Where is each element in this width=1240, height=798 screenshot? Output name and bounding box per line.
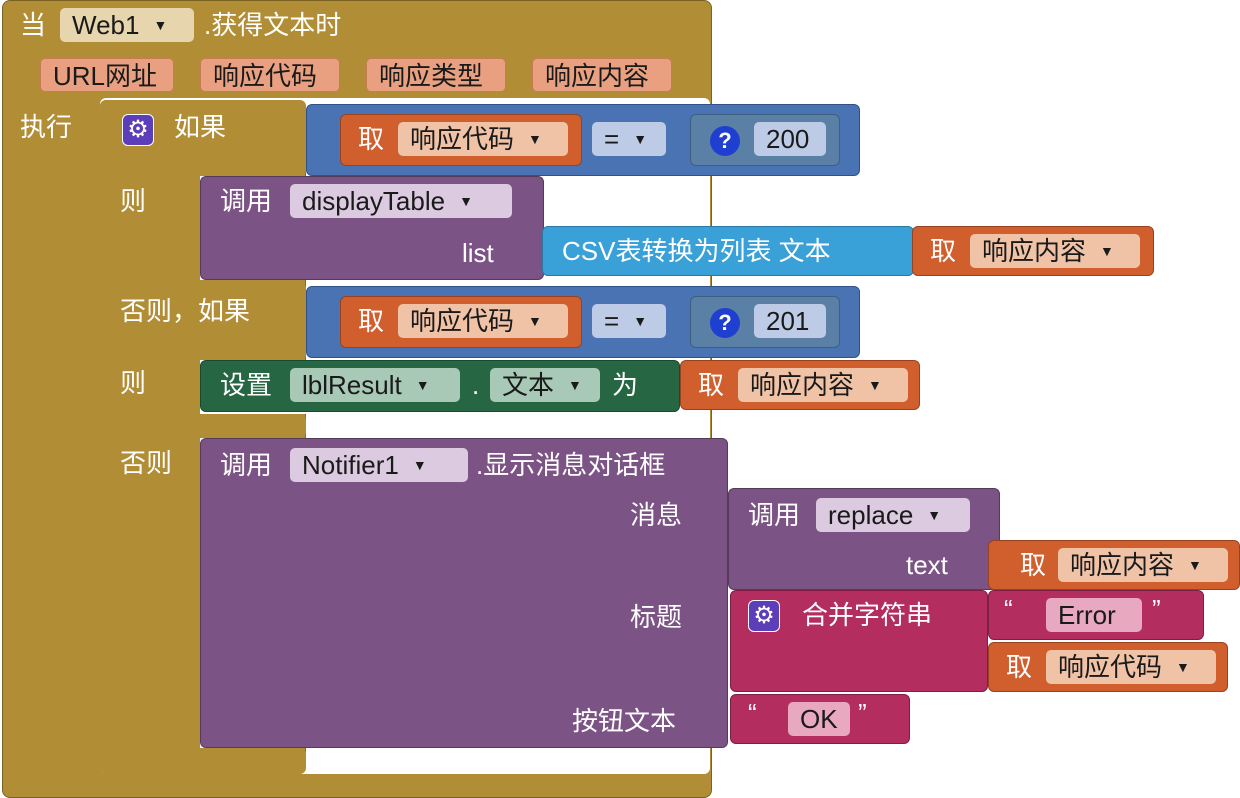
dropdown-arrow-icon: ▼ (415, 377, 430, 394)
get-label: 取 (1006, 652, 1033, 682)
operator-dropdown-2[interactable]: =▼ (592, 304, 666, 338)
component-dropdown-notifier1[interactable]: Notifier1▼ (290, 448, 468, 482)
set-label: 设置 (220, 370, 273, 400)
dropdown-arrow-icon: ▼ (1188, 557, 1202, 574)
then-label-2: 则 (120, 368, 147, 398)
dropdown-arrow-icon: ▼ (633, 313, 648, 330)
arg-label-list: list (462, 238, 494, 268)
csv-label: CSV表转换为列表 文本 (562, 236, 831, 266)
get-label: 取 (930, 236, 957, 266)
property-dropdown-text[interactable]: 文本▼ (490, 368, 600, 402)
question-icon[interactable]: ? (710, 308, 740, 338)
quote-close: ” (858, 698, 867, 728)
else-if-label: 否则，如果 (120, 296, 251, 326)
call-label: 调用 (748, 500, 801, 530)
dropdown-arrow-icon: ▼ (528, 131, 542, 148)
param-response-code[interactable]: 响应代码 (200, 58, 340, 92)
quote-open: “ (748, 698, 757, 728)
dropdown-arrow-icon: ▼ (459, 193, 473, 210)
component-dropdown-lblresult[interactable]: lblResult▼ (290, 368, 460, 402)
if-block-spine (100, 100, 200, 774)
dropdown-arrow-icon: ▼ (153, 17, 168, 34)
dropdown-arrow-icon: ▼ (1100, 243, 1114, 260)
param-response-type[interactable]: 响应类型 (366, 58, 506, 92)
variable-dropdown-response-code-2[interactable]: 响应代码▼ (398, 304, 568, 338)
csv-to-list-block[interactable] (542, 226, 914, 276)
operator-dropdown-1[interactable]: =▼ (592, 122, 666, 156)
method-label: .显示消息对话框 (476, 450, 666, 480)
variable-dropdown-response-code-3[interactable]: 响应代码▼ (1046, 650, 1216, 684)
dropdown-arrow-icon: ▼ (927, 507, 942, 524)
if-label: 如果 (174, 112, 227, 142)
get-label: 取 (698, 370, 725, 400)
variable-dropdown-response-content-1[interactable]: 响应内容▼ (970, 234, 1140, 268)
get-label: 取 (358, 306, 385, 336)
then-label-1: 则 (120, 186, 147, 216)
arg-label-text: text (906, 550, 948, 580)
button-text-arg-label: 按钮文本 (572, 706, 677, 736)
event-name-label: .获得文本时 (204, 10, 342, 40)
get-label: 取 (358, 124, 385, 154)
event-do-label: 执行 (20, 112, 73, 142)
call-label: 调用 (220, 450, 273, 480)
get-label: 取 (1020, 550, 1047, 580)
dropdown-arrow-icon: ▼ (412, 457, 427, 474)
variable-dropdown-response-content-2[interactable]: 响应内容▼ (738, 368, 908, 402)
mutator-gear-icon[interactable]: ⚙ (122, 114, 154, 146)
variable-dropdown-response-code-1[interactable]: 响应代码▼ (398, 122, 568, 156)
join-label: 合并字符串 (802, 600, 933, 630)
procedure-dropdown-replace[interactable]: replace▼ (816, 498, 970, 532)
title-arg-label: 标题 (630, 602, 683, 632)
dropdown-arrow-icon: ▼ (1176, 659, 1190, 676)
quote-close: ” (1152, 594, 1161, 624)
mutator-gear-icon[interactable]: ⚙ (748, 600, 780, 632)
call-label: 调用 (220, 186, 273, 216)
else-label: 否则 (120, 448, 173, 478)
dot-label: . (472, 370, 480, 400)
param-url[interactable]: URL网址 (40, 58, 174, 92)
text-field-ok[interactable]: OK (788, 702, 850, 736)
dropdown-arrow-icon: ▼ (568, 377, 582, 394)
number-field-200[interactable]: 200 (754, 122, 826, 156)
number-field-201[interactable]: 201 (754, 304, 826, 338)
message-arg-label: 消息 (630, 500, 683, 530)
event-when-label: 当 (20, 10, 47, 40)
procedure-dropdown-displaytable[interactable]: displayTable▼ (290, 184, 512, 218)
component-dropdown-web1[interactable]: Web1▼ (60, 8, 194, 42)
dropdown-arrow-icon: ▼ (528, 313, 542, 330)
param-response-content[interactable]: 响应内容 (532, 58, 672, 92)
dropdown-arrow-icon: ▼ (868, 377, 882, 394)
question-icon[interactable]: ? (710, 126, 740, 156)
quote-open: “ (1004, 594, 1013, 624)
dropdown-arrow-icon: ▼ (633, 131, 648, 148)
text-field-error[interactable]: Error (1046, 598, 1142, 632)
call-notifier-show-message-block[interactable] (200, 438, 728, 748)
variable-dropdown-response-content-3[interactable]: 响应内容▼ (1058, 548, 1228, 582)
to-label: 为 (612, 370, 639, 400)
